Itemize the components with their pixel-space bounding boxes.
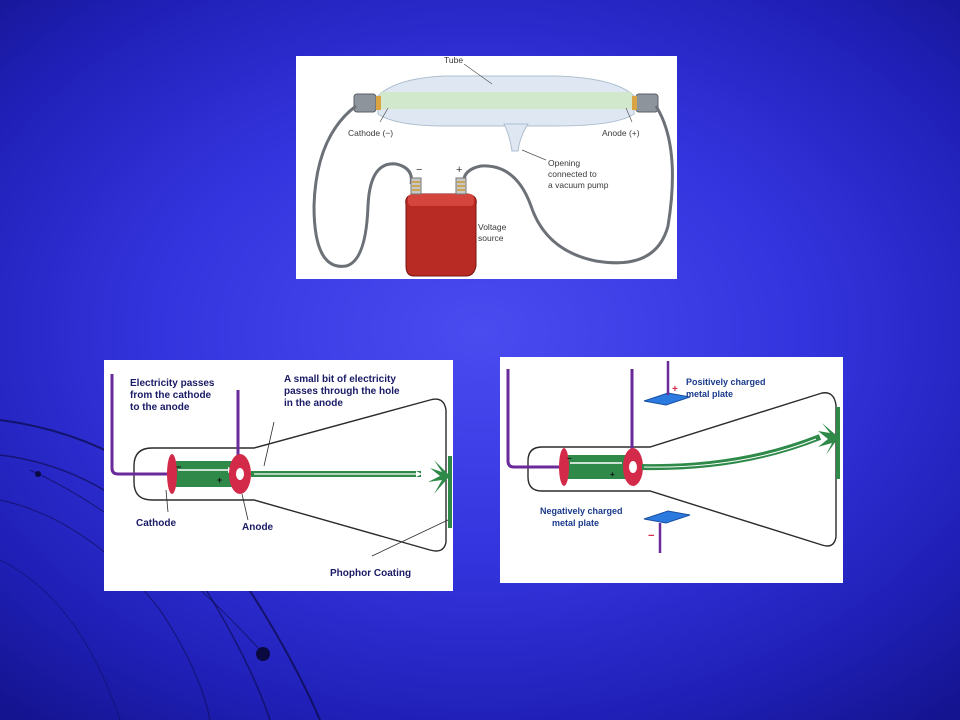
anode-plus-marker: + — [610, 470, 615, 479]
background-dot — [256, 647, 270, 661]
battery-top — [408, 194, 474, 206]
hole-label-line-2: passes through the hole — [284, 386, 400, 397]
anode-connector — [635, 93, 659, 113]
electricity-label-line-2: from the cathode — [130, 390, 212, 401]
phosphor-glow-splash — [428, 460, 448, 494]
phosphor-glow-splash — [818, 423, 836, 455]
hole-label-line-3: in the anode — [284, 398, 343, 409]
anode-hole — [236, 468, 244, 480]
cathode-wire — [312, 104, 413, 268]
negative-plate — [643, 510, 691, 524]
phosphor-coating-label: Phophor Coating — [330, 568, 411, 579]
cathode-disk — [559, 448, 569, 486]
minus-sign: − — [176, 462, 181, 472]
opening-label-line-2: connected to — [548, 169, 597, 179]
phosphor-coating — [836, 407, 840, 479]
beam-deflection-diagram: − + + Positively charged metal plate − N… — [506, 361, 840, 553]
phosphor-coating — [448, 456, 452, 528]
voltage-source-battery — [405, 193, 477, 277]
anode-hole-panel: − + Electricity passes from the cathode … — [104, 360, 453, 591]
plus-sign: + — [217, 475, 222, 485]
positive-plate-plus: + — [672, 384, 678, 395]
tube-leader-line — [463, 63, 493, 85]
cathode-leader-line — [165, 489, 169, 513]
anode-label: Anode (+) — [602, 128, 640, 138]
electric-field-region — [564, 455, 626, 479]
tube-glow — [380, 92, 632, 109]
cathode-label: Cathode — [136, 518, 176, 529]
anode-leader-line — [241, 493, 249, 521]
cathode-ray-apparatus-diagram: Tube Cathode (−) Anode (+) Opening conne… — [312, 56, 674, 277]
cathode-ray-apparatus-panel: Tube Cathode (−) Anode (+) Opening conne… — [296, 56, 677, 279]
cathode-wire — [506, 369, 560, 469]
crt-tube-outline — [133, 398, 447, 552]
electric-field-region — [172, 461, 234, 487]
cathode-ring — [376, 96, 381, 110]
electricity-label-line-1: Electricity passes — [130, 378, 215, 389]
positive-spring — [457, 181, 465, 191]
negative-plate-minus: − — [648, 530, 654, 542]
anode-ring — [632, 96, 637, 110]
cathode-connector — [353, 93, 377, 113]
cathode-wire — [110, 374, 170, 476]
beam-arrowhead — [416, 471, 422, 477]
background-dot-small — [35, 471, 41, 477]
coating-leader-line — [371, 519, 449, 557]
anode-hole — [629, 461, 637, 473]
battery-minus-sign: − — [416, 164, 422, 176]
cathode-disk — [167, 454, 177, 494]
deflection-panel: − + + Positively charged metal plate − N… — [500, 357, 843, 583]
cathode-minus-marker: − — [567, 454, 572, 463]
negative-plate-label-line-1: Negatively charged — [540, 506, 623, 516]
opening-label-line-1: Opening — [548, 158, 580, 168]
deflected-beam-arrow — [643, 438, 817, 468]
battery-plus-sign: + — [456, 164, 462, 176]
electricity-label-line-3: to the anode — [130, 402, 190, 413]
hole-label-line-1: A small bit of electricity — [284, 374, 396, 385]
tube-label: Tube — [444, 56, 463, 65]
voltage-label-line-2: source — [478, 233, 504, 243]
positive-plate-label-line-2: metal plate — [686, 389, 733, 399]
opening-leader-line — [521, 149, 547, 161]
anode-label: Anode — [242, 522, 274, 533]
negative-spring — [412, 181, 420, 191]
positive-plate-label-line-1: Positively charged — [686, 377, 766, 387]
negative-plate-label-line-2: metal plate — [552, 518, 599, 528]
positive-plate — [643, 392, 691, 406]
hole-leader-line — [263, 421, 275, 467]
anode-leader-line — [625, 107, 633, 123]
opening-label-line-3: a vacuum pump — [548, 180, 609, 190]
vacuum-opening — [503, 123, 529, 152]
anode-wire — [462, 105, 674, 265]
cathode-leader-line — [379, 107, 389, 123]
anode-hole-diagram: − + Electricity passes from the cathode … — [110, 374, 452, 579]
cathode-label: Cathode (−) — [348, 128, 393, 138]
voltage-label-line-1: Voltage — [478, 222, 507, 232]
crt-tube-outline — [527, 392, 837, 547]
